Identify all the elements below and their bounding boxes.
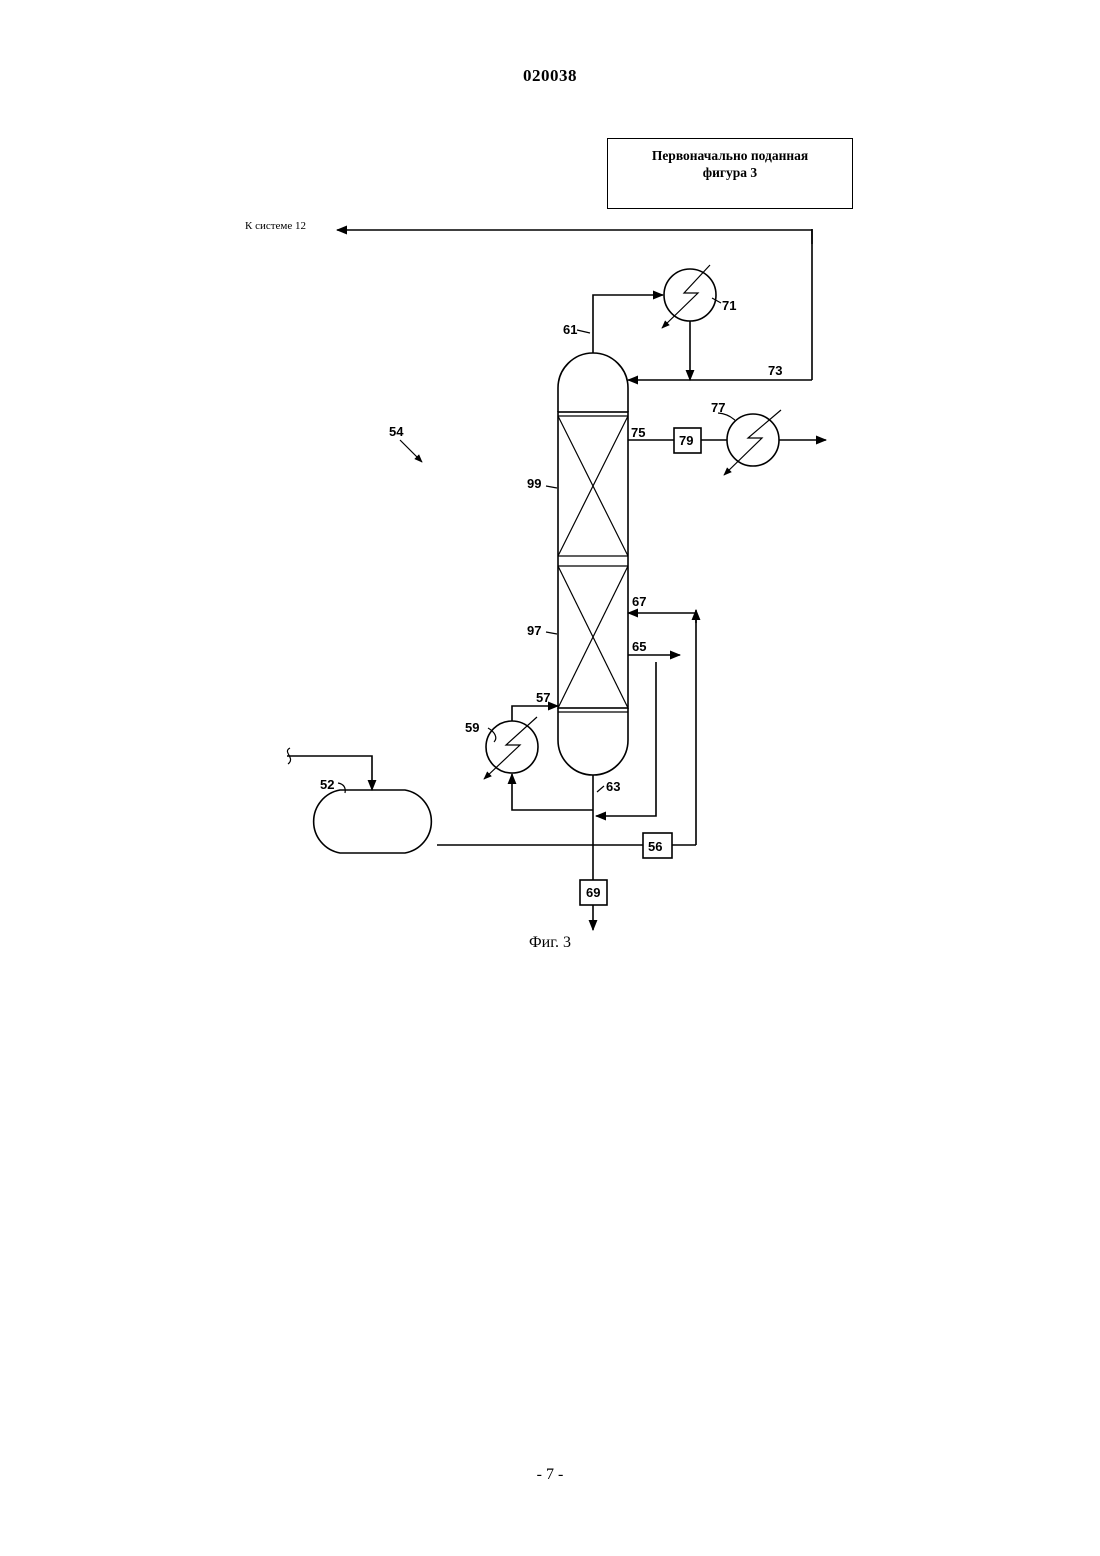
label-77: 77: [711, 400, 725, 415]
reboiler-feed: [512, 774, 593, 810]
label-57: 57: [536, 690, 550, 705]
side-draw-return: [596, 662, 656, 816]
label-79: 79: [679, 433, 693, 448]
figure-caption: Фиг. 3: [529, 934, 571, 951]
condenser-71: [662, 265, 716, 328]
label-54: 54: [389, 424, 404, 439]
label-73: 73: [768, 363, 782, 378]
label-59: 59: [465, 720, 479, 735]
overhead-line: [593, 295, 663, 353]
reboiler-59: [484, 717, 538, 779]
label-65: 65: [632, 639, 646, 654]
label-69: 69: [586, 885, 600, 900]
to-system-label: К системе 12: [245, 220, 306, 232]
label-99: 99: [527, 476, 541, 491]
label-97: 97: [527, 623, 541, 638]
page-number: - 7 -: [0, 1466, 1100, 1484]
distillation-column: [558, 353, 628, 775]
label-63: 63: [606, 779, 620, 794]
label-75: 75: [631, 425, 645, 440]
label-56: 56: [648, 839, 662, 854]
tank-52: [314, 790, 432, 853]
label-67: 67: [632, 594, 646, 609]
label-61: 61: [563, 322, 577, 337]
side-cooler-77: [724, 410, 781, 475]
label-52: 52: [320, 777, 334, 792]
label-71: 71: [722, 298, 736, 313]
